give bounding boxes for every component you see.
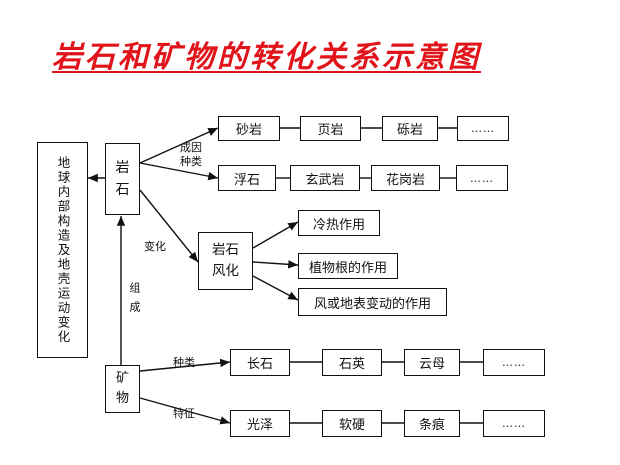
- factor-wind-crust: 风或地表变动的作用: [298, 288, 447, 316]
- label-origin: 成因 种类: [180, 141, 202, 168]
- arrow-rock-to-row1: [139, 127, 219, 164]
- rock-type-conglomerate: 砾岩: [382, 116, 438, 141]
- mineral-box: 矿 物: [105, 365, 140, 413]
- mineral-type-feldspar: 长石: [230, 349, 290, 376]
- arrow-rock-to-weathering: [139, 189, 199, 263]
- rock-type-granite: 花岗岩: [371, 165, 440, 191]
- rock-box: 岩 石: [105, 143, 140, 215]
- rock-type-pumice: 浮石: [218, 165, 276, 191]
- label-compose: 组成: [128, 282, 141, 320]
- earth-structure-label: 地球内部构造及地壳运动变化: [55, 155, 71, 345]
- mineral-type-mica: 云母: [404, 349, 460, 376]
- rock-type-basalt: 玄武岩: [290, 165, 360, 191]
- rock-type-row2-more: ……: [456, 165, 508, 191]
- label-kind: 种类: [173, 356, 195, 369]
- arrow-mineral-to-features: [139, 397, 231, 425]
- rock-label-2: 石: [115, 182, 130, 198]
- factor-plant-roots: 植物根的作用: [298, 253, 398, 279]
- weathering-box: 岩石 风化: [198, 232, 253, 290]
- mineral-feature-more: ……: [483, 410, 545, 437]
- factor-thermal: 冷热作用: [298, 210, 380, 236]
- mineral-feature-hardness: 软硬: [322, 410, 382, 437]
- arrow-weathering-to-factor-3: [252, 275, 299, 301]
- rock-type-shale: 页岩: [300, 116, 361, 141]
- weathering-label-1: 岩石: [212, 242, 239, 258]
- mineral-label-1: 矿: [115, 371, 129, 386]
- mineral-type-quartz: 石英: [322, 349, 382, 376]
- earth-structure-box: 地球内部构造及地壳运动变化: [37, 142, 88, 358]
- rock-label-1: 岩: [115, 160, 130, 176]
- arrow-rock-to-row2: [139, 162, 219, 181]
- mineral-feature-luster: 光泽: [230, 410, 290, 437]
- diagram-title: 岩石和矿物的转化关系示意图: [52, 40, 481, 75]
- arrow-weathering-to-factor-2: [252, 260, 299, 269]
- label-feature: 特征: [173, 407, 195, 420]
- arrow-mineral-to-kinds: [139, 358, 231, 372]
- rock-type-row1-more: ……: [457, 116, 509, 141]
- label-change: 变化: [144, 240, 166, 253]
- mineral-label-2: 物: [115, 391, 129, 406]
- arrow-weathering-to-factor-1: [252, 221, 299, 249]
- weathering-label-2: 风化: [212, 263, 239, 279]
- mineral-type-more: ……: [483, 349, 545, 376]
- rock-type-sandstone: 砂岩: [218, 116, 280, 141]
- mineral-feature-streak: 条痕: [404, 410, 460, 437]
